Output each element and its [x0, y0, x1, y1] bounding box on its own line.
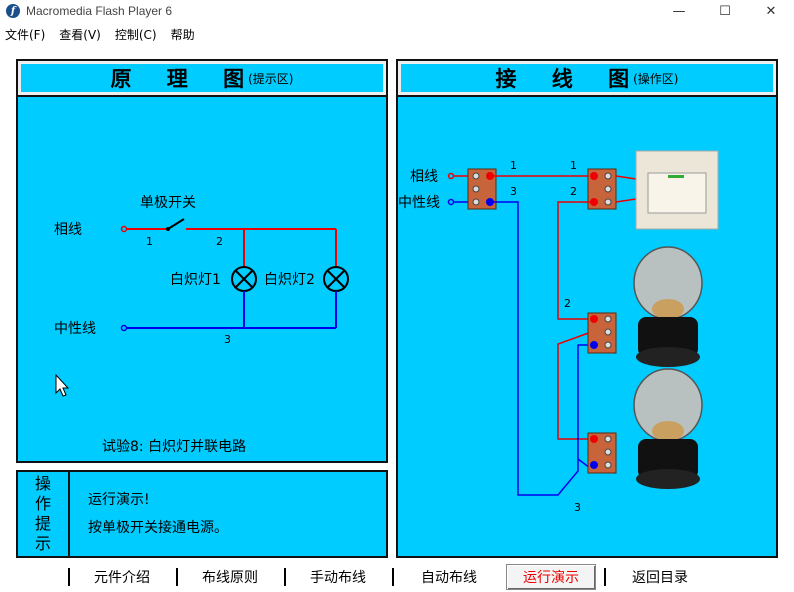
neutral-terminal — [120, 324, 128, 332]
tips-line: 按单极开关接通电源。 — [88, 520, 228, 536]
node-3-label: 3 — [224, 333, 231, 346]
wire-2-label-a: 2 — [570, 185, 577, 198]
tab-label: 运行演示 — [523, 570, 579, 586]
tab-wiring-principles[interactable]: 布线原则 — [176, 564, 284, 590]
single-pole-switch[interactable] — [167, 218, 185, 230]
tips-label-char: 示 — [34, 534, 51, 553]
schematic-diagram: 单极开关 相线 中性线 白炽灯1 白炽灯2 1 2 3 试验8: 白炽灯并联电路 — [54, 195, 349, 455]
menu-help[interactable]: 帮助 — [170, 27, 195, 42]
switch-connector — [587, 168, 637, 210]
lamp2-connector — [587, 432, 617, 474]
wiring-diagram: 相线 中性线 1 1 2 2 — [398, 150, 719, 514]
tab-auto-wiring[interactable]: 自动布线 — [392, 564, 506, 590]
switch-label: 单极开关 — [140, 195, 196, 211]
lamp1-bulb — [633, 246, 703, 367]
tab-label: 手动布线 — [310, 570, 366, 586]
wire-3-label-a: 3 — [510, 185, 517, 198]
node-1-label: 1 — [146, 235, 153, 248]
close-button[interactable]: ✕ — [765, 3, 777, 19]
tab-label: 返回目录 — [632, 570, 688, 586]
lamp2-bulb — [633, 368, 703, 489]
neutral-terminal — [447, 198, 455, 206]
tips-line: 运行演示! — [88, 492, 150, 508]
wire-1-label-b: 1 — [570, 159, 577, 172]
lamp1-symbol — [231, 266, 257, 292]
neutral-label: 中性线 — [398, 195, 440, 211]
wiring-subtitle: (操作区) — [633, 71, 679, 86]
tab-back-to-index[interactable]: 返回目录 — [604, 564, 716, 590]
tips-label-char: 提 — [34, 514, 51, 533]
phase-label: 相线 — [410, 169, 438, 185]
input-connector — [467, 168, 497, 210]
menu-bar: 文件(F) 查看(V) 控制(C) 帮助 — [0, 24, 794, 44]
schematic-panel: 原 理 图 (提示区) — [16, 59, 388, 463]
wire-2-lamp2 — [557, 330, 595, 440]
node-2-label: 2 — [216, 235, 223, 248]
title-bar: f Macromedia Flash Player 6 — ☐ ✕ — [0, 0, 794, 22]
lamp2-label: 白炽灯2 — [264, 272, 315, 288]
wire-3-label-b: 3 — [574, 501, 581, 514]
flash-app-icon: f — [6, 4, 20, 18]
wire-2-lamp1 — [557, 201, 594, 320]
phase-terminal — [447, 172, 455, 180]
flash-stage: 原 理 图 (提示区) — [0, 46, 794, 592]
maximize-button[interactable]: ☐ — [719, 3, 731, 19]
window-title: Macromedia Flash Player 6 — [26, 4, 173, 18]
tips-label: 操 作 提 示 — [18, 472, 70, 556]
menu-control[interactable]: 控制(C) — [114, 27, 157, 42]
wall-switch[interactable] — [635, 150, 719, 230]
neutral-label: 中性线 — [54, 321, 96, 337]
schematic-title: 原 理 图 — [110, 67, 259, 91]
tab-components[interactable]: 元件介绍 — [68, 564, 176, 590]
minimize-button[interactable]: — — [672, 3, 686, 19]
lamp1-connector — [587, 312, 617, 354]
tips-text: 运行演示! 按单极开关接通电源。 — [88, 486, 228, 542]
tips-label-char: 操 — [34, 474, 51, 493]
phase-terminal — [120, 225, 128, 233]
bottom-nav: 元件介绍 布线原则 手动布线 自动布线 运行演示 返回目录 — [0, 562, 794, 592]
lamp2-symbol — [323, 266, 349, 292]
wire-1-label-a: 1 — [510, 159, 517, 172]
experiment-caption: 试验8: 白炽灯并联电路 — [102, 439, 246, 455]
wire-2-label-b: 2 — [564, 297, 571, 310]
wiring-panel: 接 线 图 (操作区) 相线 中性线 1 1 — [396, 59, 778, 558]
tab-label: 布线原则 — [202, 570, 258, 586]
tab-run-demo[interactable]: 运行演示 — [506, 564, 596, 590]
phase-label: 相线 — [54, 222, 82, 238]
mouse-cursor-icon — [55, 373, 70, 397]
wire-3 — [494, 201, 594, 496]
tips-label-char: 作 — [34, 494, 51, 513]
tab-manual-wiring[interactable]: 手动布线 — [284, 564, 392, 590]
lamp1-label: 白炽灯1 — [170, 272, 221, 288]
schematic-subtitle: (提示区) — [248, 71, 294, 86]
schematic-header: 原 理 图 (提示区) — [18, 61, 386, 97]
tab-label: 元件介绍 — [94, 570, 150, 586]
menu-file[interactable]: 文件(F) — [5, 27, 46, 42]
tips-panel: 操 作 提 示 运行演示! 按单极开关接通电源。 — [16, 470, 388, 558]
tab-label: 自动布线 — [421, 570, 477, 586]
wiring-header: 接 线 图 (操作区) — [398, 61, 776, 97]
wiring-title: 接 线 图 — [495, 67, 644, 91]
menu-view[interactable]: 查看(V) — [59, 27, 101, 42]
